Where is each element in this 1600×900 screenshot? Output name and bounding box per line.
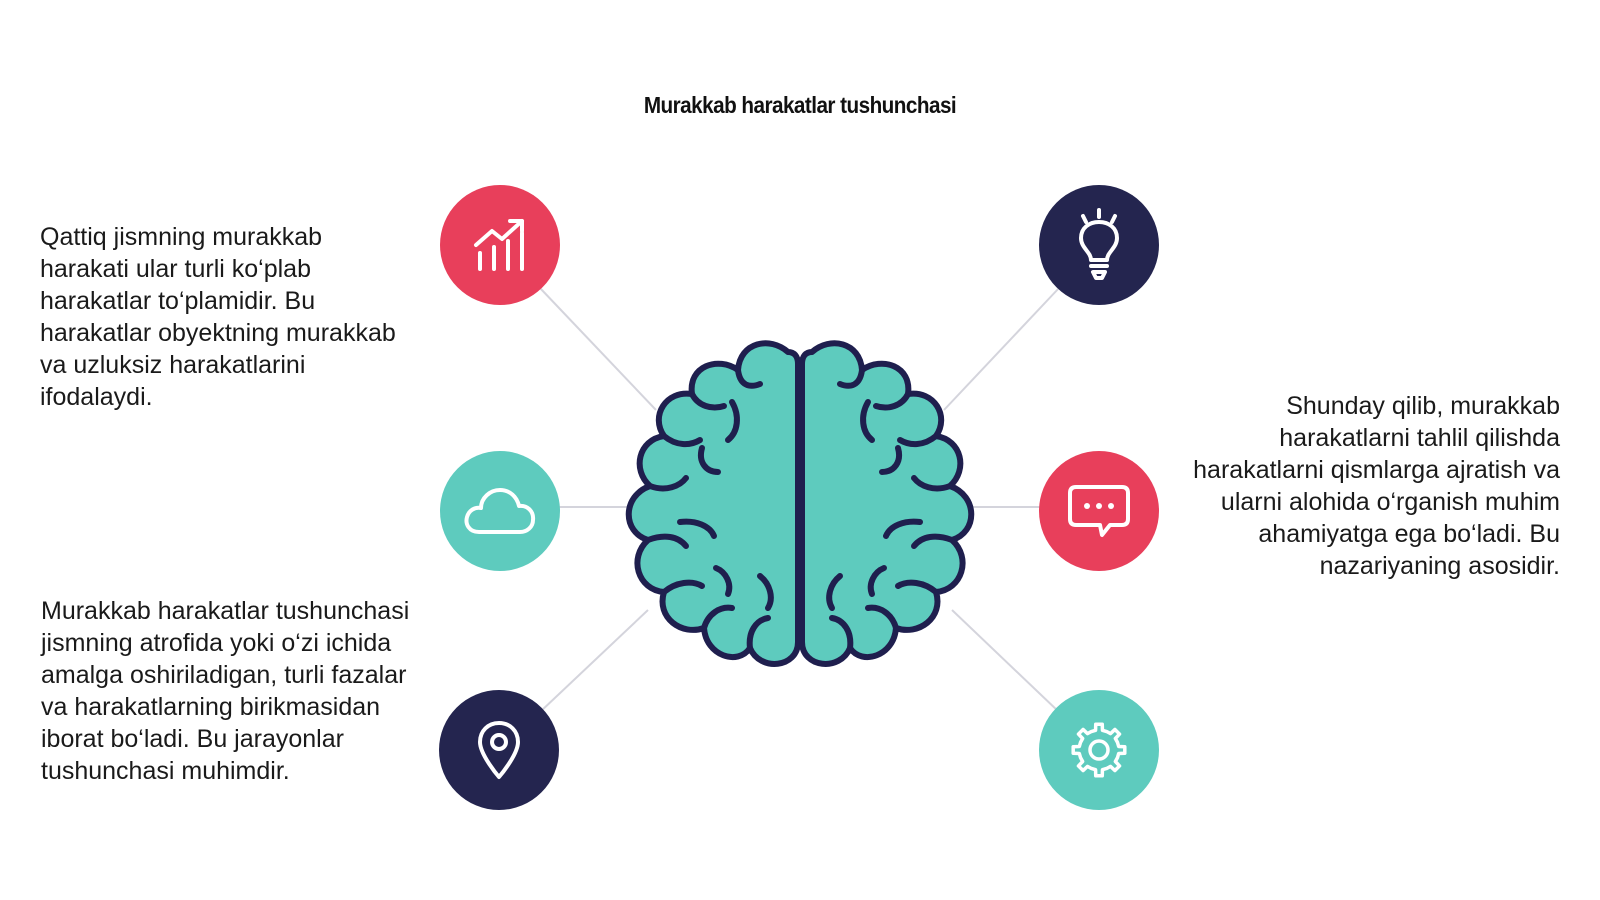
chart-growth-icon	[474, 219, 524, 271]
chat-bubble-icon	[1068, 485, 1130, 537]
text-top-left: Qattiq jismning murakkab harakati ular t…	[40, 223, 396, 411]
gear-icon	[1071, 722, 1127, 778]
brain-icon	[625, 340, 975, 667]
slide-title: Murakkab harakatlar tushunchasi	[643, 92, 957, 118]
lightbulb-icon-badge	[1039, 185, 1159, 305]
location-pin-icon	[478, 721, 520, 779]
text-right: Shunday qilib, murakkab harakatlarni tah…	[1193, 392, 1560, 580]
location-pin-icon-badge	[439, 690, 559, 810]
cloud-icon-badge	[440, 451, 560, 571]
text-bottom-left: Murakkab harakatlar tushunchasi jismning…	[41, 597, 410, 785]
lightbulb-icon	[1079, 208, 1119, 280]
chat-bubble-icon-badge	[1039, 451, 1159, 571]
cloud-icon	[464, 488, 536, 534]
gear-icon-badge	[1039, 690, 1159, 810]
chart-growth-icon-badge	[440, 185, 560, 305]
